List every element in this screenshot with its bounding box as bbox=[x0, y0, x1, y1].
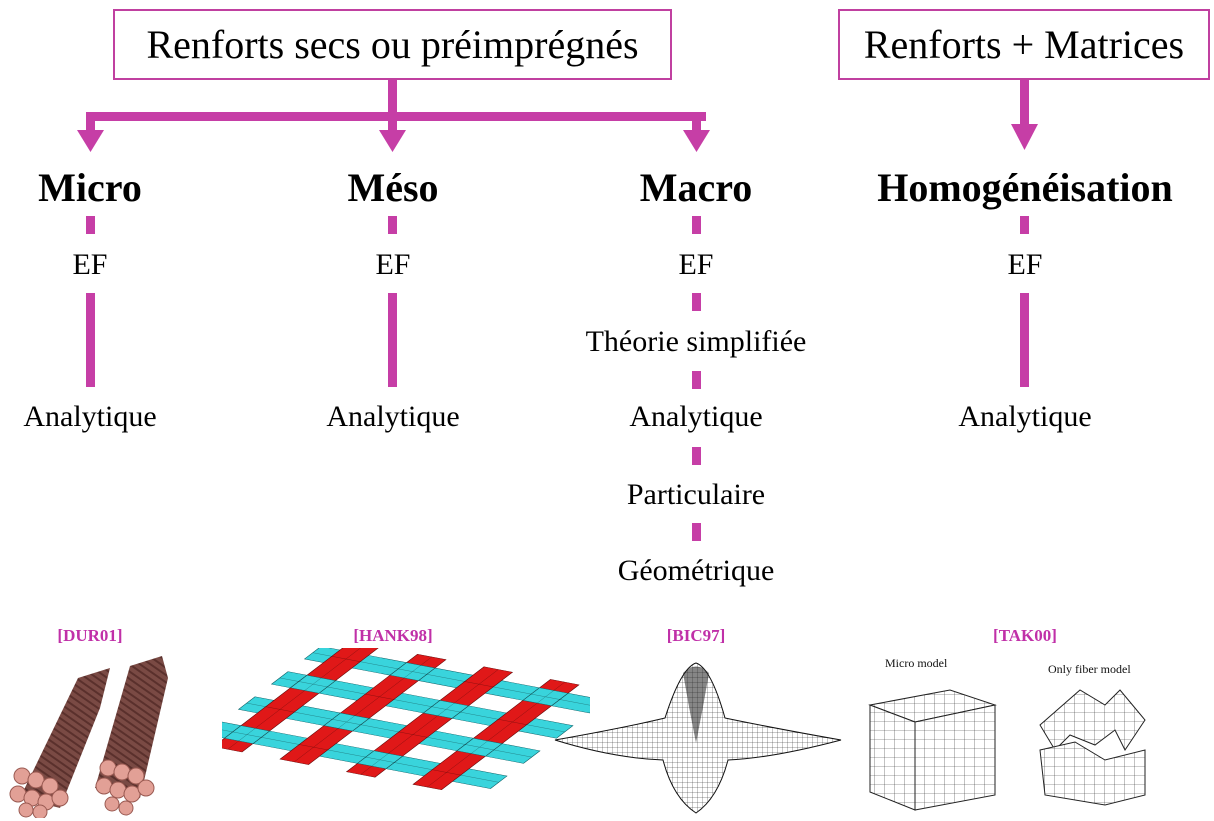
connector bbox=[86, 293, 95, 387]
level-macro: Macro bbox=[639, 165, 753, 210]
level-micro: Micro bbox=[38, 165, 142, 210]
connector bbox=[388, 293, 397, 387]
macro-item-particulaire: Particulaire bbox=[626, 478, 766, 511]
homog-item-analytique: Analytique bbox=[958, 400, 1092, 433]
ref-tak00: [TAK00] bbox=[993, 626, 1057, 645]
macro-item-geometrique: Géométrique bbox=[617, 554, 775, 587]
arrow-homog bbox=[1011, 124, 1038, 150]
trunk-line bbox=[388, 80, 397, 116]
fiber-bundles-image bbox=[9, 656, 168, 818]
level-meso: Méso bbox=[347, 165, 439, 210]
woven-fabric-mesh-image bbox=[222, 648, 590, 791]
connector bbox=[692, 523, 701, 541]
connector bbox=[692, 216, 701, 234]
matrix-reinforcements-label: Renforts + Matrices bbox=[863, 22, 1185, 67]
stem-meso bbox=[388, 112, 397, 134]
arrow-micro bbox=[77, 130, 104, 152]
macro-item-analytique: Analytique bbox=[629, 400, 763, 433]
dry-reinforcements-label: Renforts secs ou préimprégnés bbox=[146, 22, 639, 67]
micro-item-analytique: Analytique bbox=[23, 400, 157, 433]
stem-macro bbox=[692, 112, 701, 134]
connector bbox=[1020, 216, 1029, 234]
ref-dur01: [DUR01] bbox=[57, 626, 123, 645]
ref-bic97: [BIC97] bbox=[666, 626, 726, 645]
connector bbox=[692, 447, 701, 465]
macro-item-theorie: Théorie simplifiée bbox=[585, 325, 807, 358]
ref-hank98: [HANK98] bbox=[353, 626, 433, 645]
level-homogeneisation: Homogénéisation bbox=[877, 165, 1173, 210]
stem-homog bbox=[1020, 80, 1029, 126]
tak-label-micro-model: Micro model bbox=[885, 656, 948, 670]
stem-micro bbox=[86, 112, 95, 134]
connector bbox=[692, 371, 701, 389]
arrow-meso bbox=[379, 130, 406, 152]
connector bbox=[1020, 293, 1029, 387]
dry-reinforcements-box: Renforts secs ou préimprégnés bbox=[113, 9, 672, 80]
meso-item-analytique: Analytique bbox=[326, 400, 460, 433]
connector bbox=[388, 216, 397, 234]
micro-item-ef: EF bbox=[72, 248, 108, 281]
homog-item-ef: EF bbox=[1007, 248, 1043, 281]
unit-cell-mesh-image bbox=[868, 689, 1146, 811]
tak-label-fiber-model: Only fiber model bbox=[1048, 662, 1131, 676]
connector bbox=[692, 293, 701, 311]
matrix-reinforcements-box: Renforts + Matrices bbox=[838, 9, 1210, 80]
connector bbox=[86, 216, 95, 234]
macro-item-ef: EF bbox=[678, 248, 714, 281]
draped-fabric-mesh-image bbox=[554, 662, 842, 814]
arrow-macro bbox=[683, 130, 710, 152]
meso-item-ef: EF bbox=[375, 248, 411, 281]
